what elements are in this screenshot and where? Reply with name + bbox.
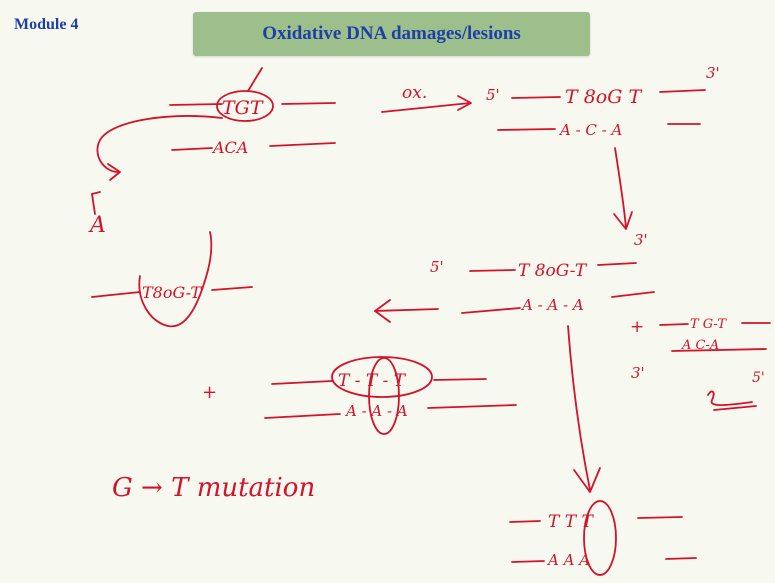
five-prime-mark: 5' — [486, 86, 500, 104]
duplex-oxidized: 5' 3' T 8oG T A - C - A — [486, 64, 720, 139]
oxidation-arrow: ox. — [381, 83, 472, 113]
mut-bottom-strand: A - A - A — [344, 402, 408, 420]
mut-top-strand: T - T - T — [338, 371, 407, 391]
fragment-text: T8oG-T — [142, 283, 202, 302]
plus-sign-right: + — [630, 317, 644, 337]
normal-top-strand: T G-T — [690, 317, 727, 332]
bottom-strand-text: ACA — [211, 138, 248, 157]
removed-base-text: A — [88, 213, 106, 238]
normal-bottom-strand: A C-A — [681, 338, 719, 353]
replication-arrow-2 — [567, 325, 601, 493]
module-label: Module 4 — [14, 16, 79, 33]
top-strand-text: TGT — [222, 97, 264, 119]
ox-bottom-strand: A - C - A — [558, 121, 623, 139]
ox-top-strand: T 8oG T — [565, 86, 642, 108]
rep-top-strand: T 8oG-T — [518, 261, 588, 281]
left-arrow — [374, 299, 439, 323]
five-prime-mark-3: 5' — [752, 370, 765, 386]
three-prime-mark: 3' — [706, 64, 720, 82]
final-top-strand: T T T — [548, 512, 594, 532]
mutation-note: G → T mutation — [112, 473, 315, 503]
rep-bottom-strand: A - A - A — [520, 296, 584, 314]
five-prime-mark-2: 5' — [430, 258, 444, 276]
replication-arrow-1 — [613, 147, 633, 230]
duplex-final: T T T A A A — [509, 500, 697, 576]
slide-title: Oxidative DNA damages/lesions — [262, 23, 521, 44]
final-bottom-strand: A A A — [546, 551, 590, 569]
duplex-replicated: 5' 3' T 8oG-T A - A - A — [430, 231, 655, 314]
three-prime-mark-3: 3' — [631, 364, 645, 382]
duplex-mutant: + T - T - T A - A - A — [202, 356, 517, 435]
duplex-original: TGT ACA A — [88, 67, 336, 238]
three-prime-mark-2: 3' — [634, 231, 648, 249]
mutation-text: G → T mutation — [112, 473, 315, 503]
title-banner: Oxidative DNA damages/lesions — [193, 12, 590, 56]
plus-sign-left: + — [202, 382, 217, 403]
ox-label: ox. — [402, 83, 427, 103]
duplex-normal-side: + T G-T A C-A 3' 5' — [630, 317, 771, 411]
damaged-fragment: T8oG-T — [91, 231, 253, 328]
